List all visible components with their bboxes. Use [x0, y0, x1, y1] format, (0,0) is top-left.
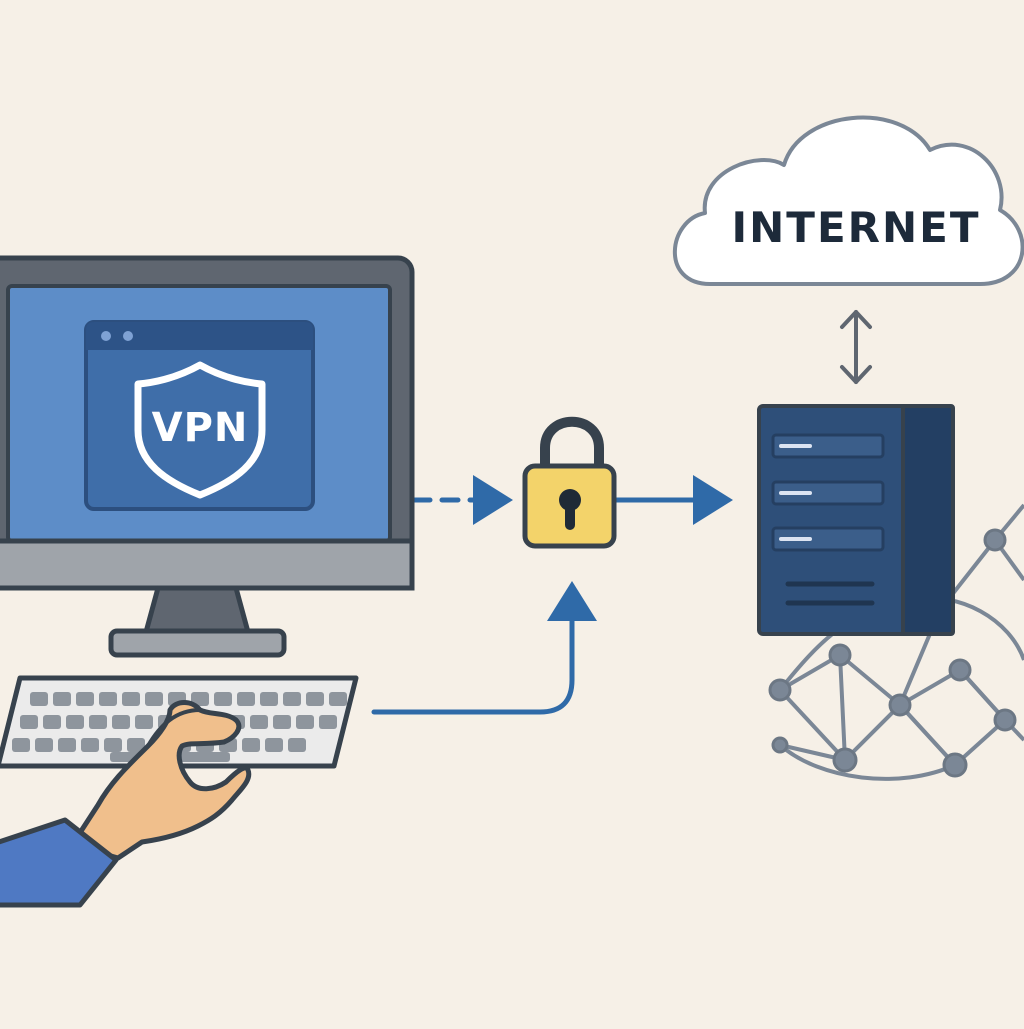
hand-icon — [69, 700, 252, 861]
keyboard-key — [12, 738, 30, 752]
keyboard-key — [191, 692, 209, 706]
keyboard-key — [319, 715, 337, 729]
bidirectional-arrow-icon — [840, 310, 872, 384]
keyboard-key — [89, 715, 107, 729]
keyboard-key — [214, 692, 232, 706]
keyboard-key — [58, 738, 76, 752]
network-node — [828, 643, 852, 667]
keyboard-key — [329, 692, 347, 706]
keyboard-keys — [12, 692, 347, 762]
keyboard-key — [296, 715, 314, 729]
vpn-label: VPN — [152, 405, 249, 451]
server-drive-bay — [771, 433, 885, 459]
keyboard-key — [81, 738, 99, 752]
window-dot — [123, 331, 133, 341]
shield-icon: VPN — [134, 361, 266, 499]
server-drive-bay — [771, 480, 885, 506]
cloud-label: INTERNET — [732, 203, 981, 252]
network-node — [888, 693, 912, 717]
keyboard-key — [43, 715, 61, 729]
keyboard-key — [288, 738, 306, 752]
keyboard-key — [273, 715, 291, 729]
keyboard-key — [242, 738, 260, 752]
keyboard-key — [35, 738, 53, 752]
network-node — [832, 747, 858, 773]
keyboard-key — [265, 738, 283, 752]
keyboard-key — [306, 692, 324, 706]
sleeve-icon — [0, 817, 119, 908]
padlock-icon — [522, 416, 617, 549]
keyboard-key — [250, 715, 268, 729]
network-node — [768, 678, 792, 702]
keyboard-key — [104, 738, 122, 752]
keyboard-key — [66, 715, 84, 729]
keyboard-key — [145, 692, 163, 706]
keyboard-key — [30, 692, 48, 706]
keyboard-key — [260, 692, 278, 706]
window-dot — [101, 331, 111, 341]
network-node — [948, 658, 972, 682]
server-drive-bay — [771, 526, 885, 552]
keyboard-key — [127, 738, 145, 752]
network-nodes — [768, 528, 1017, 778]
network-node — [771, 736, 789, 754]
keyboard-key — [20, 715, 38, 729]
keyboard-key — [76, 692, 94, 706]
keyboard-key — [135, 715, 153, 729]
network-node — [983, 528, 1007, 552]
keyboard-key — [112, 715, 130, 729]
keyboard-key — [237, 692, 255, 706]
keyboard-key — [283, 692, 301, 706]
keyboard-key — [122, 692, 140, 706]
arrow-keyboard-to-lock — [371, 581, 597, 715]
keyboard-key — [99, 692, 117, 706]
network-node — [942, 752, 968, 778]
keyboard-key — [53, 692, 71, 706]
network-node — [993, 708, 1017, 732]
server-icon — [757, 404, 955, 636]
cloud-icon: INTERNET — [672, 115, 1024, 286]
